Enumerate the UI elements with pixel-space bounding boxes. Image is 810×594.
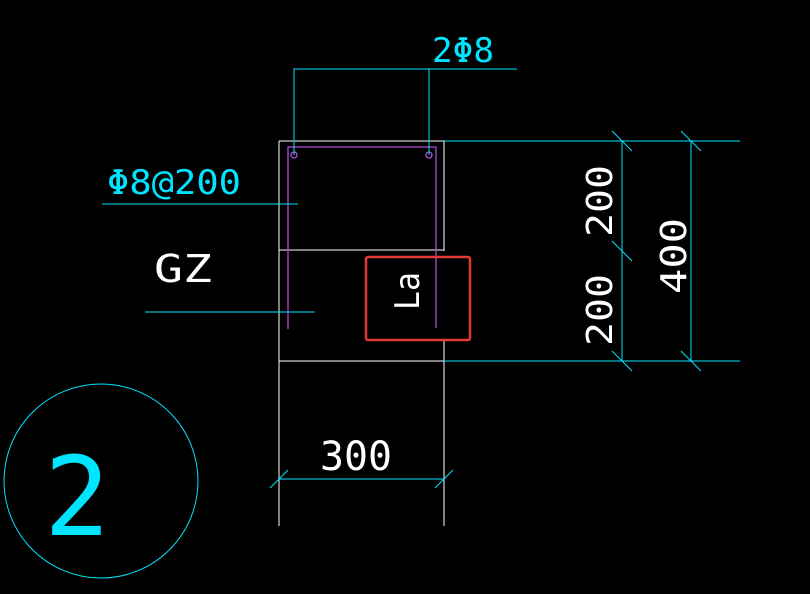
dimension-lines [3,68,740,579]
dim-tick-width-right [434,469,454,489]
width-dimension-text: 300 [320,434,392,480]
dim-tick-outer-top [680,130,702,152]
stirrup-rebar [287,146,437,329]
member-label: GZ [154,247,212,291]
anchorage-label: La [388,272,428,310]
dim-tick-width-left [269,469,289,489]
top-bars-label: 2Φ8 [432,31,494,71]
detail-number: 2 [44,433,110,561]
total-height-dimension-text: 400 [654,218,695,294]
dim-tick-outer-bottom [680,350,702,372]
dim-tick-inner-mid [611,240,633,262]
section-outline [278,140,445,526]
dim-tick-inner-top [611,130,633,152]
detail-number-circle [3,383,199,579]
stirrup-label: Φ8@200 [107,163,241,203]
lower-height-dimension-text: 200 [580,274,621,346]
dim-tick-inner-bottom [611,350,633,372]
highlight-box [364,255,472,342]
upper-height-dimension-text: 200 [580,165,621,237]
top-bars-leader [293,68,517,155]
